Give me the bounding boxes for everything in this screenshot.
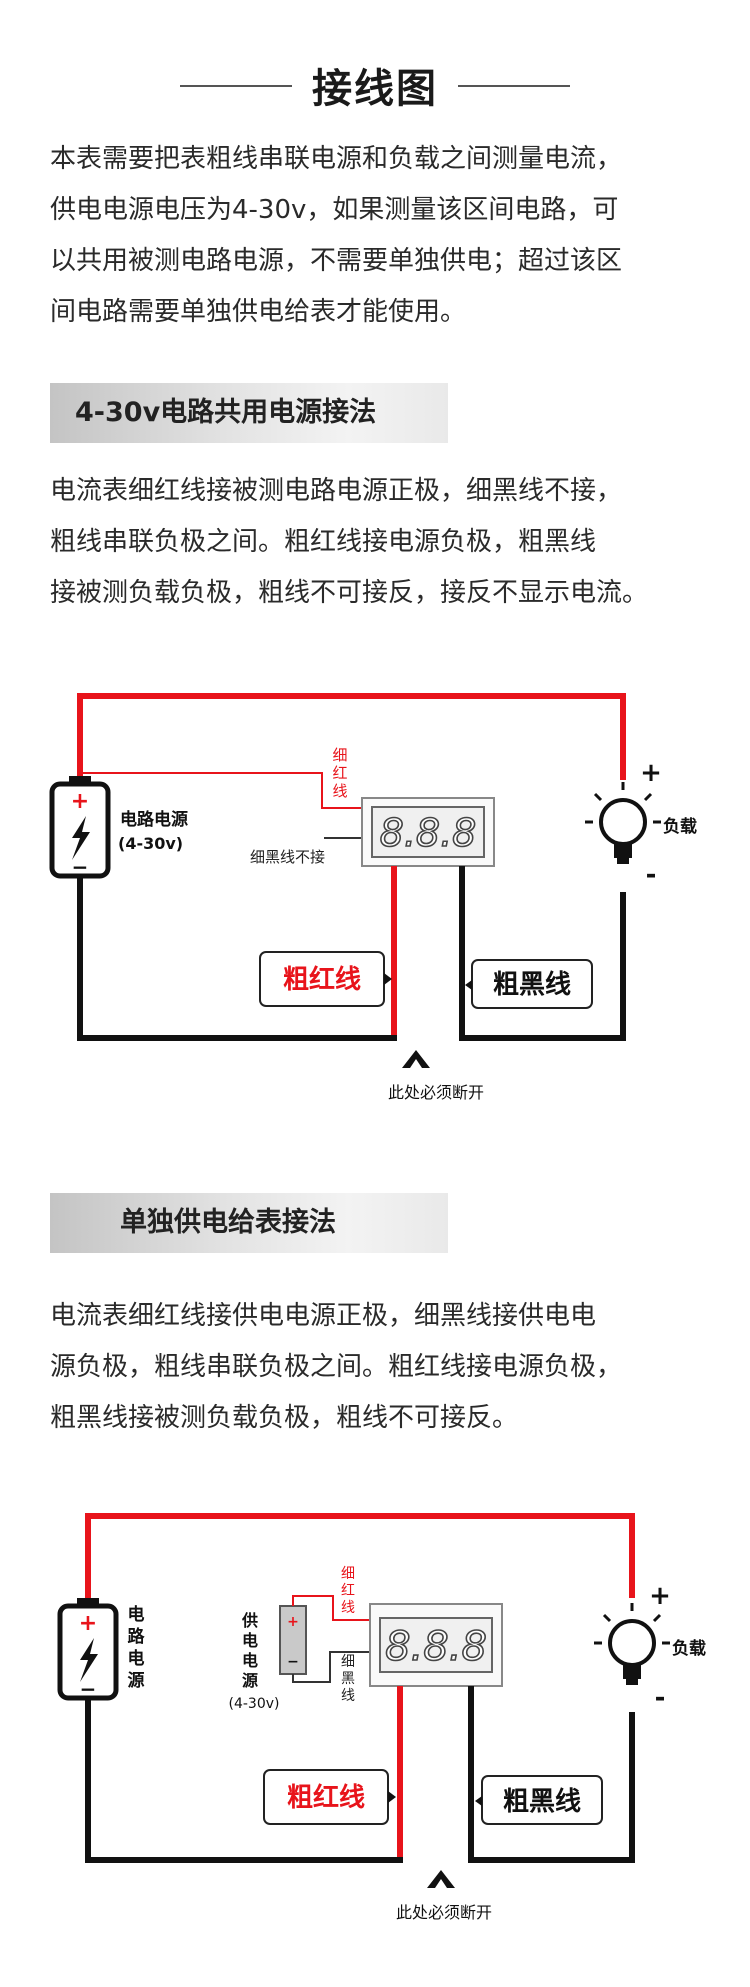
thin-red-label: 细 <box>332 746 347 764</box>
supply-label: 电 <box>242 1651 258 1670</box>
source-voltage: (4-30v) <box>118 834 183 853</box>
section2-paragraph: 电流表细红线接供电电源正极，细黑线接供电电 源负极，粗线串联负极之间。粗红线接电… <box>50 1291 720 1444</box>
thin-black-label: 黑 <box>341 1671 355 1687</box>
bulb-icon <box>585 782 661 864</box>
bulb-icon <box>594 1603 670 1685</box>
supply-voltage: (4-30v) <box>229 1696 280 1712</box>
wiring-diagram-shared-power: + − 电路电源 (4-30v) 细 红 线 细黑线不接 8.8.8 粗红线 粗… <box>49 693 697 1102</box>
battery-minus: − <box>72 855 89 879</box>
battery-icon: + − <box>57 1598 119 1701</box>
section1-line: 电流表细红线接被测电路电源正极，细黑线不接， <box>50 476 623 506</box>
source-label: 路 <box>128 1626 146 1647</box>
section2-line: 源负极，粗线串联负极之间。粗红线接电源负极， <box>50 1352 623 1382</box>
display-digits: 8.8.8 <box>385 1624 487 1670</box>
section2-banner: 单独供电给表接法 <box>50 1193 448 1253</box>
title-divider-left <box>180 85 292 87</box>
source-label: 源 <box>128 1670 145 1691</box>
title-block: 接线图 <box>0 52 750 112</box>
intro-line: 供电电源电压为4-30v，如果测量该区间电路，可 <box>50 195 619 225</box>
thin-black-label: 细 <box>341 1654 355 1670</box>
break-arrow-icon <box>427 1870 455 1888</box>
black-bottom-right <box>459 892 626 1041</box>
thin-red-wire <box>292 1595 370 1621</box>
section1-banner: 4-30v电路共用电源接法 <box>50 383 448 443</box>
ammeter-display: 8.8.8 <box>361 797 495 867</box>
battery-plus: + <box>79 1611 97 1636</box>
section1-line: 粗线串联负极之间。粗红线接电源负极，粗黑线 <box>50 527 597 557</box>
section1-line: 接被测负载负极，粗线不可接反，接反不显示电流。 <box>50 578 649 608</box>
thin-red-label: 线 <box>341 1600 355 1616</box>
intro-line: 本表需要把表粗线串联电源和负载之间测量电流， <box>50 144 623 174</box>
load-plus: + <box>640 758 662 788</box>
title-divider-right <box>458 85 570 87</box>
thin-black-wire <box>292 1651 370 1683</box>
supply-plus: + <box>287 1614 299 1630</box>
supply-minus: − <box>287 1654 299 1670</box>
intro-line: 间电路需要单独供电给表才能使用。 <box>50 297 467 327</box>
red-main-wire <box>77 693 626 780</box>
thick-black-label: 粗黑线 <box>503 1787 581 1817</box>
ammeter-display: 8.8.8 <box>369 1603 503 1687</box>
source-label: 电 <box>128 1648 145 1669</box>
load-minus: - <box>655 1683 666 1713</box>
thick-red-label: 粗红线 <box>287 1782 365 1813</box>
section2-line: 粗黑线接被测负载负极，粗线不可接反。 <box>50 1403 519 1433</box>
thick-red-label: 粗红线 <box>283 964 361 995</box>
load-label: 负载 <box>672 1638 706 1659</box>
display-digits: 8.8.8 <box>380 811 477 855</box>
load-label: 负载 <box>663 816 697 837</box>
load-minus: - <box>646 860 657 890</box>
break-arrow-icon <box>402 1050 430 1068</box>
thin-red-label: 线 <box>332 782 347 800</box>
battery-icon: + − <box>49 776 111 879</box>
section2-line: 电流表细红线接供电电源正极，细黑线接供电电 <box>50 1301 597 1331</box>
break-note: 此处必须断开 <box>388 1083 484 1102</box>
supply-label: 电 <box>242 1631 258 1650</box>
wiring-diagram-separate-power: + − 电 路 电 源 供 电 电 源 (4-30v) + − 细 红 线 细 … <box>57 1513 706 1922</box>
thin-red-label: 红 <box>341 1583 355 1599</box>
intro-paragraph: 本表需要把表粗线串联电源和负载之间测量电流， 供电电源电压为4-30v，如果测量… <box>50 134 720 338</box>
thin-black-label: 细黑线不接 <box>250 848 325 866</box>
black-bottom-right <box>468 1712 635 1863</box>
thick-black-label: 粗黑线 <box>493 970 571 1000</box>
supply-label: 源 <box>242 1671 258 1690</box>
load-plus: + <box>649 1581 671 1611</box>
thin-red-label: 细 <box>341 1566 355 1582</box>
thin-red-label: 红 <box>332 764 347 782</box>
source-label: 电路电源 <box>120 809 188 830</box>
thin-red-wire <box>80 772 362 809</box>
section1-paragraph: 电流表细红线接被测电路电源正极，细黑线不接， 粗线串联负极之间。粗红线接电源负极… <box>50 466 720 619</box>
intro-line: 以共用被测电路电源，不需要单独供电；超过该区 <box>50 246 623 276</box>
section2-heading: 单独供电给表接法 <box>120 1207 336 1238</box>
thin-black-label: 线 <box>341 1688 355 1704</box>
supply-battery-icon: + − <box>279 1605 307 1675</box>
battery-minus: − <box>80 1677 97 1701</box>
break-note: 此处必须断开 <box>396 1903 492 1922</box>
supply-label: 供 <box>241 1611 258 1630</box>
page-title: 接线图 <box>312 66 438 112</box>
section1-heading: 4-30v电路共用电源接法 <box>75 397 377 428</box>
battery-plus: + <box>71 789 89 814</box>
source-label: 电 <box>128 1604 145 1625</box>
red-main-wire <box>85 1513 635 1598</box>
